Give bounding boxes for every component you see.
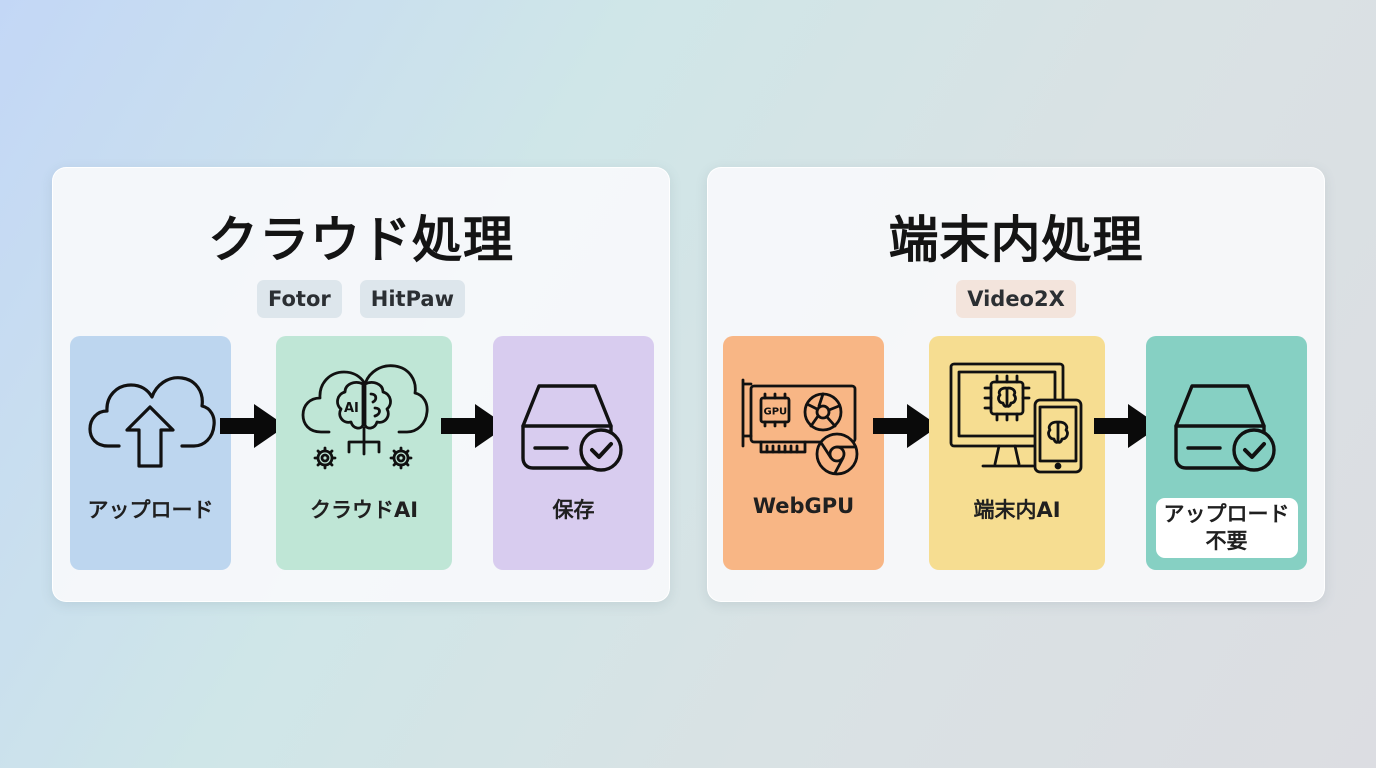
cloud-processing-panel: クラウド処理 Fotor HitPaw アップロード AI クラウドAI xyxy=(52,167,670,602)
arrow-right-icon xyxy=(873,404,939,448)
step-save-label: 保存 xyxy=(552,498,595,522)
local-processing-panel: 端末内処理 Video2X GPU WebGPU xyxy=(707,167,1325,602)
svg-text:AI: AI xyxy=(344,401,359,416)
cloud-upload-icon xyxy=(87,376,216,468)
tag-video2x: Video2X xyxy=(956,280,1076,318)
tag-fotor: Fotor xyxy=(257,280,342,318)
step-cloud-ai-label: クラウドAI xyxy=(309,498,419,522)
step-local-ai-label: 端末内AI xyxy=(973,498,1061,522)
step-local-ai: 端末内AI xyxy=(929,336,1105,570)
storage-check-icon xyxy=(520,384,623,472)
arrow-right-icon xyxy=(1094,404,1160,448)
devices-ai-chip-icon xyxy=(949,362,1083,474)
step-webgpu: GPU WebGPU xyxy=(723,336,884,570)
step-save: 保存 xyxy=(493,336,654,570)
cloud-tags: Fotor HitPaw xyxy=(53,280,669,318)
step-cloud-ai: AI クラウドAI xyxy=(276,336,452,570)
cloud-panel-title: クラウド処理 xyxy=(208,211,514,269)
storage-check-icon xyxy=(1173,384,1276,472)
svg-text:GPU: GPU xyxy=(763,407,787,418)
arrow-right-icon xyxy=(220,404,286,448)
gpu-browser-icon: GPU xyxy=(741,378,858,476)
tag-hitpaw: HitPaw xyxy=(359,280,465,318)
arrow-right-icon xyxy=(441,404,507,448)
local-tags: Video2X xyxy=(708,280,1324,318)
step-no-upload-label: アップロード 不要 xyxy=(1155,498,1298,558)
local-panel-title: 端末内処理 xyxy=(888,211,1144,269)
step-no-upload: アップロード 不要 xyxy=(1146,336,1307,570)
cloud-ai-brain-icon: AI xyxy=(301,364,429,470)
step-webgpu-label: WebGPU xyxy=(752,494,855,518)
step-upload: アップロード xyxy=(70,336,231,570)
step-upload-label: アップロード xyxy=(87,498,214,522)
